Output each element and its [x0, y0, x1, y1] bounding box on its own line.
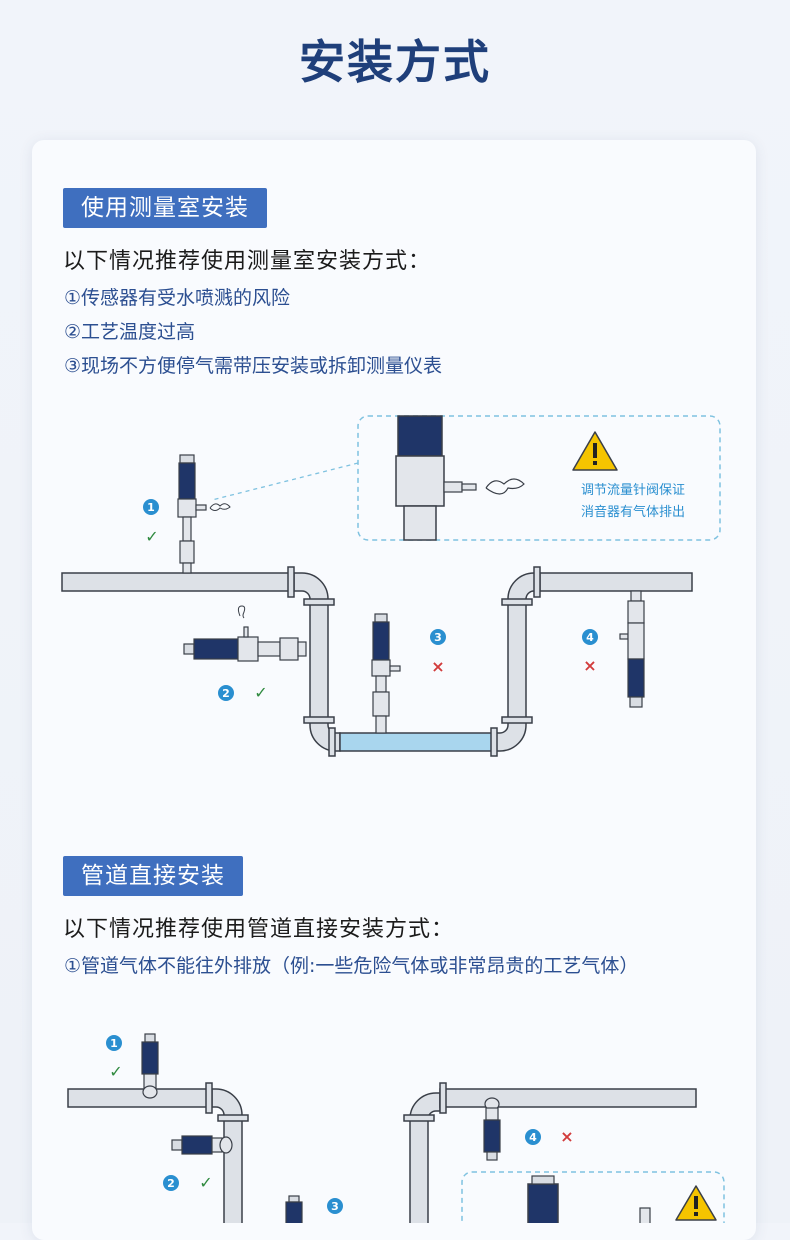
exhaust-puff	[485, 478, 525, 495]
marker-2-4	[525, 1129, 541, 1145]
svg-text:2: 2	[167, 1177, 175, 1190]
svg-text:2: 2	[222, 687, 230, 700]
marker-1	[143, 499, 159, 515]
svg-text:1: 1	[110, 1037, 118, 1050]
check-icon-1: ✓	[145, 527, 158, 546]
cross-icon-4: ×	[583, 656, 596, 675]
pipe-system-2	[67, 1082, 697, 1223]
marker-4	[582, 629, 598, 645]
section1-heading: 以下情况推荐使用测量室安装方式：	[63, 249, 432, 274]
marker-3	[430, 629, 446, 645]
check-icon-2-1: ✓	[109, 1062, 122, 1081]
svg-text:3: 3	[434, 631, 442, 644]
warning-icon-2	[675, 1185, 717, 1221]
callout-text-1: 调节流量针阀保证	[581, 483, 685, 498]
sensor-2-3	[285, 1195, 303, 1223]
sensor-2-4	[483, 1097, 501, 1161]
svg-text:3: 3	[331, 1200, 339, 1213]
page-title: 安装方式	[299, 35, 491, 89]
callout-sensor-head	[397, 415, 443, 457]
sensor-4	[619, 590, 645, 708]
section2-heading: 以下情况推荐使用管道直接安装方式：	[63, 917, 455, 942]
sensor-2-2	[171, 1135, 233, 1155]
marker-2-1	[106, 1035, 122, 1051]
section2-item-1: ①管道气体不能往外排放（例:一些危险气体或非常昂贵的工艺气体）	[64, 955, 639, 977]
callout-text-2: 消音器有气体排出	[581, 504, 685, 520]
cross-icon-3: ×	[431, 657, 444, 676]
section1-item-3: ③现场不方便停气需带压安装或拆卸测量仪表	[64, 355, 443, 377]
marker-2	[218, 685, 234, 701]
sensor-2-1	[141, 1033, 159, 1099]
sensor-1	[177, 454, 207, 574]
section1-item-2: ②工艺温度过高	[64, 321, 196, 343]
check-icon-2-2: ✓	[199, 1173, 212, 1192]
section1-item-1: ①传感器有受水喷溅的风险	[64, 287, 291, 309]
marker-2-2	[163, 1175, 179, 1191]
marker-2-3	[327, 1198, 343, 1214]
cross-icon-2-4: ×	[560, 1127, 573, 1146]
svg-text:1: 1	[147, 501, 155, 514]
pipe-system-1	[61, 566, 693, 757]
sensor-3	[371, 613, 401, 734]
sensor-2	[183, 626, 307, 662]
warning-icon	[572, 431, 618, 471]
callout-box	[357, 415, 721, 541]
section-tag-direct-pipe: 管道直接安装	[63, 856, 243, 896]
svg-text:4: 4	[529, 1131, 537, 1144]
check-icon-2: ✓	[254, 683, 267, 702]
section-tag-measurement-chamber: 使用测量室安装	[63, 188, 267, 228]
svg-text:4: 4	[586, 631, 594, 644]
